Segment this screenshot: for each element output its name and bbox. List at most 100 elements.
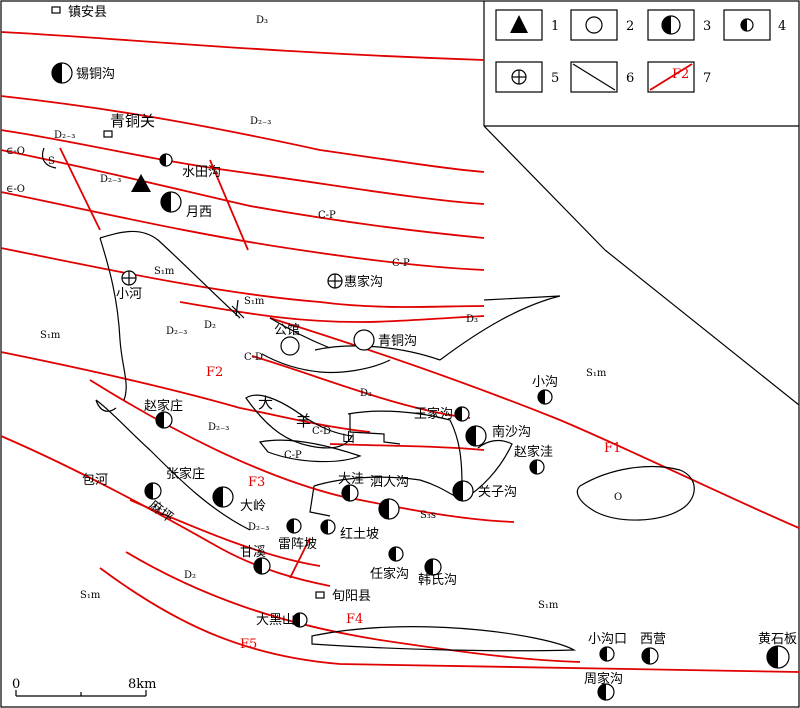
stratum-label: D₃	[466, 314, 478, 325]
boundary-line	[269, 317, 331, 349]
fault-label-f5: F5	[240, 637, 257, 652]
small-half-circle-icon	[320, 519, 336, 535]
boundary-line	[95, 399, 251, 531]
small-half-circle-icon	[740, 18, 754, 32]
fault-line	[0, 129, 485, 205]
place-label: 任家沟	[370, 566, 409, 582]
stratum-label: S₁m	[154, 266, 175, 277]
boundary-line	[313, 476, 463, 501]
place-label: 南沙沟	[492, 424, 531, 440]
stratum-label: D₂₋₃	[166, 326, 187, 337]
stratum-label: S₁m	[80, 590, 101, 601]
scale-bar: 0 8km	[12, 677, 156, 697]
small-half-circle-icon	[388, 546, 404, 562]
small-half-circle-icon	[159, 153, 173, 167]
stratum-label: D₂₋₃	[250, 116, 271, 127]
place-label: 赵家洼	[514, 444, 553, 460]
place-label: 大黑山	[256, 613, 295, 628]
place-label: 赵家庄	[144, 398, 183, 414]
half-filled-circle-icon	[144, 482, 162, 500]
strata-labels: D₃ D₂₋₃ D₂₋₃ D₂₋₃ ∈-O ∈-O S C-P C-P S₁m …	[6, 15, 622, 611]
fault-line	[209, 159, 249, 251]
small-half-circle-icon	[454, 406, 470, 422]
legend-num-4: 4	[778, 19, 786, 34]
place-label: 雷阵坡	[278, 537, 317, 552]
legend-num-5: 5	[551, 71, 559, 86]
legend-num-2: 2	[626, 19, 634, 34]
scale-end-label: 8km	[128, 677, 156, 692]
legend-num-3: 3	[703, 19, 711, 34]
place-label: 惠家沟	[344, 274, 383, 290]
half-filled-circle-icon	[378, 498, 400, 520]
stratum-label: D₂₋₃	[54, 130, 75, 141]
c-p-lens	[258, 439, 362, 463]
fault-f5-line	[99, 567, 800, 673]
half-filled-circle-icon	[766, 645, 790, 669]
stratum-label: S₁m	[538, 600, 559, 611]
fault-line	[179, 301, 485, 323]
boundary-line-icon	[572, 63, 616, 91]
half-filled-circle-icon	[341, 484, 359, 502]
place-label: 黄石板	[758, 632, 797, 647]
stratum-label: C-D	[244, 352, 263, 363]
town-marker	[315, 591, 325, 599]
place-label: 小沟口	[588, 632, 627, 647]
boundary-line	[439, 295, 561, 361]
stratum-label: D₂	[184, 570, 196, 581]
deposit-symbols	[51, 62, 790, 701]
place-label: 青铜沟	[378, 334, 417, 349]
c-d-lens	[245, 394, 353, 449]
boundary-line	[461, 439, 513, 501]
place-label: 大岭	[240, 499, 266, 514]
stratum-label: S₃s	[420, 510, 436, 521]
legend-fault-label: F2	[672, 67, 689, 82]
stratum-label: D₂₋₃	[248, 522, 269, 533]
half-filled-circle-icon	[597, 683, 615, 701]
stratum-label: C-P	[318, 210, 336, 221]
fault-line	[0, 149, 485, 239]
place-label: 关子沟	[478, 485, 517, 500]
fault-line	[59, 147, 101, 231]
boundary-line	[231, 299, 245, 319]
place-label: 水田沟	[182, 165, 221, 180]
place-names: 镇安县 锡铜沟 青铜关 水田沟 月西 小河 惠家沟 公馆 青铜沟 小沟 赵家庄 …	[68, 5, 797, 687]
stratum-label: D₂₋₃	[100, 174, 121, 185]
town-marker	[103, 130, 113, 138]
boundary-line	[349, 414, 401, 445]
place-label: 王家沟	[414, 406, 453, 422]
triangle-icon	[131, 174, 151, 192]
stratum-label: ∈-O	[6, 184, 25, 195]
half-filled-circle-icon	[160, 191, 182, 213]
town-marker	[51, 6, 61, 14]
half-filled-circle-icon	[661, 15, 681, 35]
half-filled-circle-icon	[253, 557, 271, 575]
half-filled-circle-icon	[212, 486, 234, 508]
place-label: 镇安县	[68, 5, 107, 20]
scale-start-label: 0	[12, 677, 20, 692]
fault-line	[0, 31, 485, 61]
open-circle-icon	[280, 336, 300, 356]
place-label: 红土坡	[340, 526, 379, 542]
stratum-label: C-D	[312, 426, 331, 437]
half-filled-circle-icon	[51, 62, 73, 84]
small-half-circle-icon	[537, 389, 553, 405]
place-label: 小河	[116, 287, 142, 302]
half-filled-circle-icon	[155, 411, 173, 429]
place-label: 小沟	[532, 375, 558, 390]
half-filled-circle-icon	[641, 647, 659, 665]
stratum-label: D₃	[256, 15, 268, 26]
fault-line	[0, 435, 331, 587]
place-label: 泗人沟	[370, 475, 409, 490]
boundary-line	[261, 353, 391, 374]
open-circle-icon	[353, 329, 375, 351]
legend-num-1: 1	[551, 19, 559, 34]
fault-f2-line	[0, 351, 371, 433]
boundary-line	[314, 345, 441, 361]
small-half-circle-icon	[599, 646, 615, 662]
half-filled-circle-icon	[465, 425, 487, 447]
open-circle-icon	[585, 16, 603, 34]
mountain-label: 大	[258, 394, 273, 412]
stratum-label: D₃	[360, 388, 372, 399]
stratum-label: S₁m	[244, 296, 265, 307]
